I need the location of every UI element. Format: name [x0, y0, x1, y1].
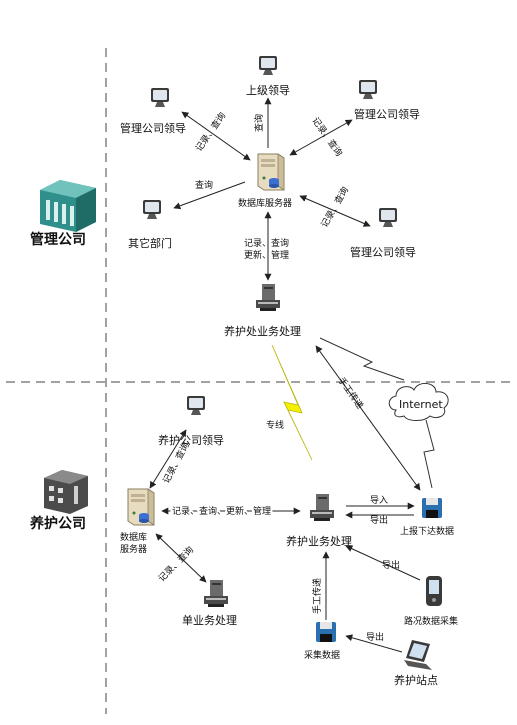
- edge-label-import: 导入: [370, 495, 388, 506]
- edge-bserver-to-single-business: [155, 533, 207, 583]
- mgmt-leader-right-bottom-label: 管理公司领导: [350, 245, 416, 259]
- mgmt-leader-right-top-label: 管理公司领导: [354, 107, 420, 121]
- edge-server-to-other: [173, 181, 246, 210]
- edge-label-manual-transfer-top: 手工传递: [336, 375, 366, 411]
- maint-leader-monitor-icon: [187, 396, 205, 415]
- mgmt-leader-right-bottom-monitor-icon: [379, 208, 397, 227]
- single-business-pc-icon: [204, 580, 228, 607]
- edge-label-record-query-br: 记录、查询: [318, 185, 351, 230]
- mgmt-leader-left-label: 管理公司领导: [120, 121, 186, 135]
- edge-label-record-query-update-mgmt-1: 记录、查询: [244, 237, 289, 249]
- internet-link-upper: [319, 337, 405, 381]
- dept-business-pc-icon: [256, 284, 280, 311]
- edge-label-dedicated-line: 专线: [266, 419, 284, 431]
- maint-station-label: 养护站点: [394, 673, 438, 687]
- edge-label-record-query-tr: 记录、查询: [310, 115, 346, 159]
- edge-label-manual-transfer-bottom: 手工传递: [311, 578, 323, 614]
- internet-label: Internet: [399, 398, 443, 411]
- upper-leader-label: 上级领导: [246, 84, 290, 97]
- edge-label-export: 导出: [370, 514, 388, 526]
- mgmt-leader-left-monitor-icon: [151, 88, 169, 107]
- collect-data-label: 采集数据: [304, 649, 340, 661]
- upper-leader-monitor-icon: [259, 56, 277, 75]
- single-business-label: 单业务处理: [182, 614, 237, 627]
- management-building-icon: [40, 180, 96, 232]
- db-server-bottom-label-line2: 服务器: [120, 543, 147, 555]
- report-data-floppy-icon: [422, 498, 442, 518]
- maintenance-building-icon: [44, 470, 88, 514]
- maintenance-zone-label: 养护公司: [29, 515, 86, 532]
- report-data-label: 上报下达数据: [400, 525, 454, 537]
- collect-data-floppy-icon: [316, 622, 336, 642]
- edge-server-to-leader-left: [181, 111, 251, 161]
- edge-label-record-query-update-mgmt-2: 更新、管理: [244, 249, 289, 261]
- maint-leader-label: 养护公司领导: [158, 433, 224, 447]
- edge-server-to-leader-right-top: [289, 119, 353, 156]
- db-server-top-label: 数据库服务器: [238, 197, 292, 209]
- internet-link-lower: [423, 419, 435, 489]
- other-dept-monitor-icon: [143, 200, 161, 219]
- edge-label-record-query-tl: 记录、查询: [193, 110, 229, 154]
- edge-server-to-leader-right-bottom: [299, 195, 371, 227]
- db-server-bottom-icon: [127, 488, 155, 526]
- other-dept-label: 其它部门: [128, 236, 172, 250]
- maint-business-label: 养护业务处理: [286, 534, 352, 548]
- maint-station-laptop-icon: [404, 640, 432, 670]
- edge-label-query-up: 查询: [253, 114, 265, 132]
- db-server-top-icon: [257, 153, 285, 191]
- edge-road-collect-to-maint-business: [345, 545, 421, 581]
- edge-label-export-road: 导出: [382, 559, 400, 571]
- dedicated-line-bolt: [271, 344, 313, 461]
- edge-manual-transfer-top: [315, 345, 421, 491]
- edge-label-export-station: 导出: [366, 631, 384, 643]
- internet-cloud-icon: [388, 383, 449, 421]
- db-server-bottom-label-line1: 数据库: [120, 531, 147, 543]
- maint-business-pc-icon: [310, 494, 334, 521]
- edge-label-record-query-update-mgmt-bottom: 记录、查询、更新、管理: [172, 505, 271, 517]
- dept-business-label: 养护处业务处理: [224, 324, 301, 338]
- edge-bserver-to-maint-leader: [149, 429, 187, 489]
- edge-label-query-other: 查询: [195, 179, 213, 191]
- mgmt-leader-right-top-monitor-icon: [359, 80, 377, 99]
- management-zone-label: 管理公司: [30, 231, 86, 248]
- edge-label-record-query-single: 记录、查询: [156, 544, 196, 584]
- road-data-phone-icon: [426, 576, 442, 606]
- road-data-collect-label: 路况数据采集: [404, 615, 458, 627]
- edge-station-to-collect-data: [345, 634, 403, 653]
